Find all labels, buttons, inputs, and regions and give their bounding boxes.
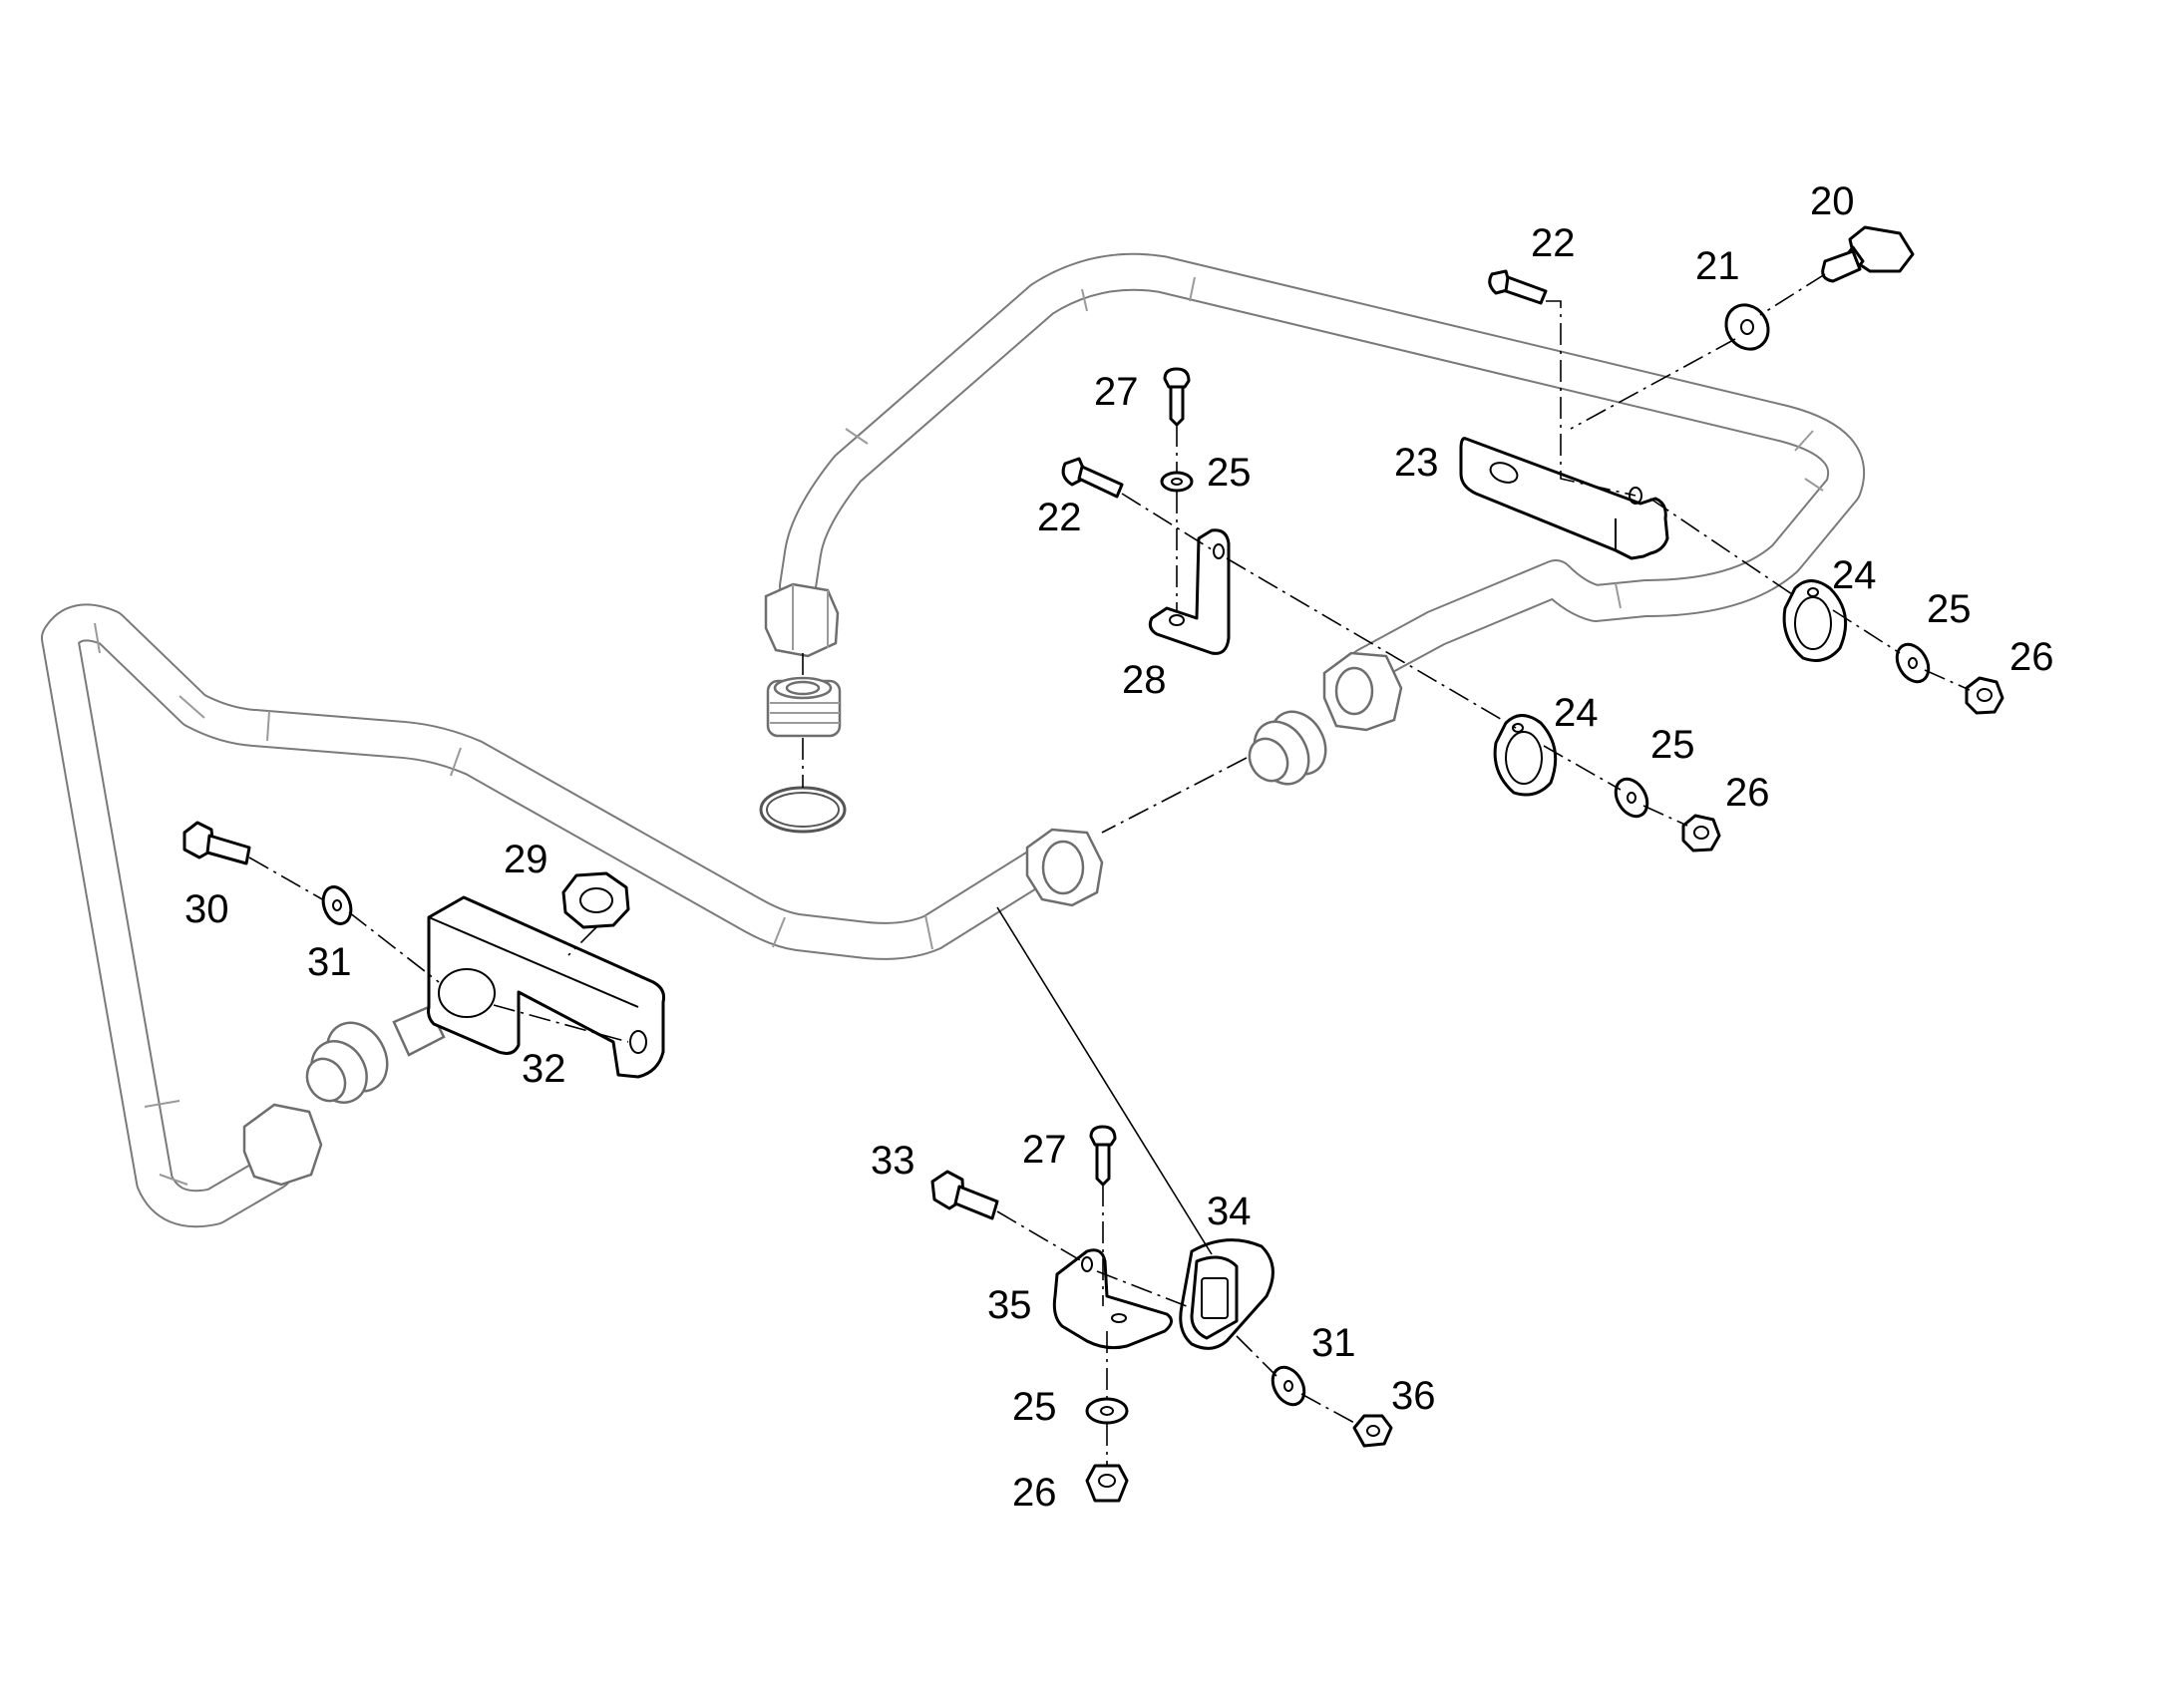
washer-31-bottom <box>1271 1365 1306 1407</box>
callouts: 20 21 22 22 23 24 24 25 25 25 25 26 26 2… <box>184 179 2054 1515</box>
nut-26-mid <box>1681 814 1721 853</box>
nut-26-right <box>1965 676 2004 715</box>
mid-pipe-nut <box>1322 651 1403 732</box>
callout-26: 26 <box>1725 771 1770 815</box>
callout-25: 25 <box>1207 451 1252 495</box>
callout-36: 36 <box>1391 1374 1436 1418</box>
washer-21 <box>1724 303 1770 351</box>
bolt-30 <box>182 821 251 865</box>
washer-25-top <box>1160 471 1194 493</box>
bracket-32 <box>427 895 665 1079</box>
assembly-lines <box>248 273 1971 1466</box>
mid-union-fitting <box>1248 710 1327 786</box>
callout-31: 31 <box>1311 1321 1356 1365</box>
callout-29: 29 <box>504 838 548 881</box>
leader-line-34 <box>996 906 1213 1255</box>
callout-24: 24 <box>1554 691 1599 735</box>
clamp-24-upper <box>1782 579 1848 662</box>
callout-23: 23 <box>1394 441 1439 485</box>
top-pipe-nut <box>764 582 840 658</box>
callout-30: 30 <box>184 887 229 931</box>
washer-25-bottom <box>1085 1397 1129 1425</box>
callout-25: 25 <box>1650 723 1695 767</box>
callout-33: 33 <box>871 1139 915 1183</box>
upper-pipe <box>779 252 1866 685</box>
callout-20: 20 <box>1810 179 1855 223</box>
clamp-24-lower <box>1493 714 1558 797</box>
nut-29 <box>561 871 630 929</box>
callout-22: 22 <box>1531 221 1576 265</box>
callout-32: 32 <box>522 1047 566 1091</box>
bolt-27-lower <box>1089 1125 1117 1187</box>
bolt-20 <box>1821 225 1915 283</box>
bracket-28 <box>1148 528 1231 655</box>
callout-21: 21 <box>1695 244 1740 288</box>
nut-36 <box>1352 1414 1393 1448</box>
lower-pipe-nut <box>1025 828 1104 907</box>
left-union-fitting <box>305 1005 446 1104</box>
bracket-35 <box>1052 1248 1173 1350</box>
bolt-33 <box>930 1170 999 1220</box>
callout-22: 22 <box>1037 496 1082 539</box>
lower-pipe <box>41 603 1071 1228</box>
left-pipe-nut <box>242 1103 323 1187</box>
callout-27: 27 <box>1094 370 1139 414</box>
washer-31-left <box>321 885 353 925</box>
callout-24: 24 <box>1832 553 1877 597</box>
callout-28: 28 <box>1122 658 1167 702</box>
callout-34: 34 <box>1207 1190 1252 1233</box>
callout-25: 25 <box>1012 1385 1057 1429</box>
callout-26: 26 <box>2009 635 2054 679</box>
bolt-22-upper <box>1488 269 1548 305</box>
washer-25-right <box>1895 642 1931 684</box>
washer-25-mid <box>1614 777 1649 819</box>
callout-27: 27 <box>1022 1128 1067 1172</box>
bolt-27-upper <box>1163 367 1191 427</box>
top-union-fitting <box>766 676 842 738</box>
callout-31: 31 <box>307 940 352 984</box>
grommet-34 <box>1179 1238 1274 1350</box>
callout-26: 26 <box>1012 1471 1057 1515</box>
callout-35: 35 <box>987 1283 1032 1327</box>
callout-25: 25 <box>1927 587 1972 631</box>
nut-26-bottom <box>1085 1464 1129 1503</box>
o-ring <box>759 786 847 834</box>
bracket-23 <box>1459 437 1669 560</box>
bolt-22-left <box>1061 457 1124 499</box>
